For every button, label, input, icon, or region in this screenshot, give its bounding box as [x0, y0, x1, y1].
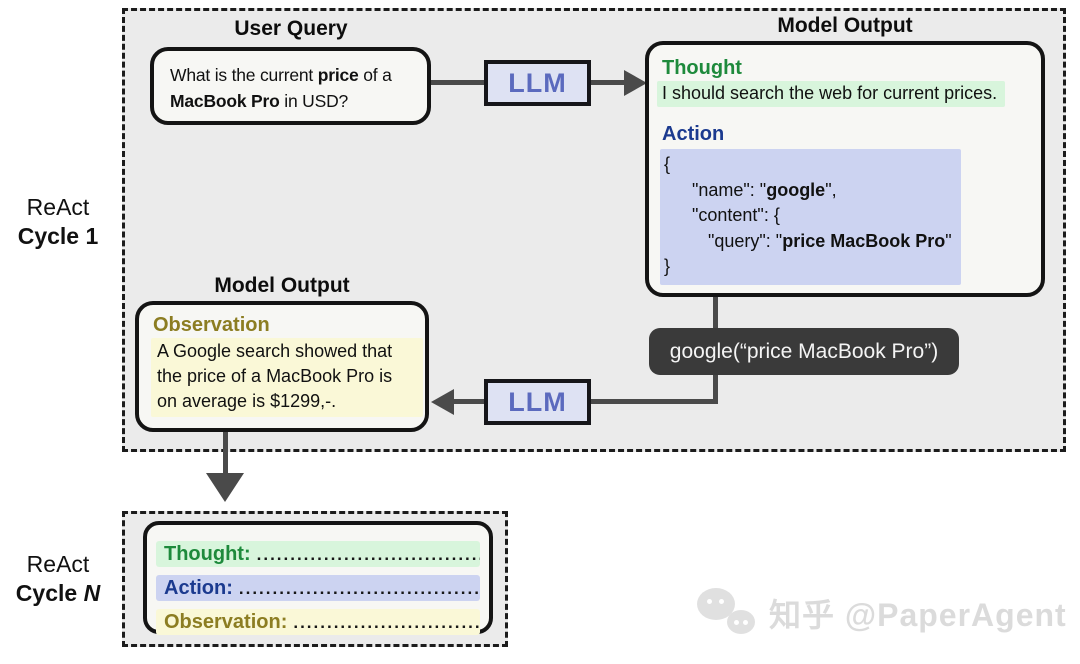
model-output-left-box: Observation A Google search showed that … — [135, 301, 429, 432]
connector-llm2-to-observation — [453, 399, 484, 404]
observation-line2: the price of a MacBook Pro is — [157, 366, 393, 386]
connector-tool-to-llm2 — [591, 399, 718, 404]
model-output-right-title: Model Output — [777, 14, 913, 37]
cycleN-label-line1: ReAct — [26, 551, 90, 577]
cycle1-label-line2: Cycle 1 — [17, 223, 99, 249]
action-label: Action — [662, 123, 725, 145]
model-output-right-box: Thought I should search the web for curr… — [645, 41, 1045, 297]
cycleN-observation-label: Observation: — [164, 610, 288, 633]
cycle1-label: ReAct Cycle 1 — [6, 193, 110, 251]
cycleN-observation-row: Observation: ...........................… — [156, 609, 480, 635]
thought-text: I should search the web for current pric… — [657, 81, 1006, 107]
observation-line1: A Google search showed that — [157, 341, 393, 361]
code-line-3: "content": { — [692, 205, 780, 225]
connector-to-cycleN — [223, 432, 228, 475]
model-output-left-title: Model Output — [214, 274, 350, 297]
watermark-text: 知乎 @PaperAgent — [769, 597, 1067, 633]
code-line-4: "query": "price MacBook Pro" — [708, 230, 952, 251]
cycle1-label-line1: ReAct — [26, 194, 90, 220]
thought-label: Thought — [662, 57, 742, 79]
tool-call-pill: google(“price MacBook Pro”) — [649, 328, 959, 375]
user-query-line2: MacBook Pro in USD? — [170, 91, 349, 111]
llm-box-1: LLM — [484, 60, 591, 106]
wechat-icon — [697, 586, 757, 640]
code-line-5: } — [664, 256, 671, 276]
action-dots: ........................................… — [238, 579, 480, 598]
arrowhead-left-icon — [431, 389, 454, 415]
connector-query-to-llm — [431, 80, 486, 85]
watermark: 知乎 @PaperAgent — [697, 586, 1067, 640]
observation-label: Observation — [153, 314, 270, 336]
code-line-2: "name": "google", — [692, 179, 837, 200]
cycleN-action-row: Action: ................................… — [156, 575, 480, 601]
cycleN-label-line2: Cycle N — [15, 580, 101, 606]
llm-box-2: LLM — [484, 379, 591, 425]
arrowhead-down-icon — [206, 473, 244, 502]
user-query-box: What is the current price of a MacBook P… — [150, 47, 431, 125]
observation-text: A Google search showed that the price of… — [151, 338, 423, 417]
code-line-1: { — [664, 154, 671, 174]
thought-dots: ........................................… — [256, 545, 480, 564]
cycleN-box: Thought: ...............................… — [143, 521, 493, 635]
cycleN-label: ReAct Cycle N — [6, 550, 110, 608]
cycleN-action-label: Action: — [164, 576, 233, 599]
observation-dots: ........................................… — [293, 613, 480, 632]
connector-llm-to-output — [591, 80, 625, 85]
cycleN-thought-row: Thought: ...............................… — [156, 541, 480, 567]
arrowhead-right-icon — [624, 70, 647, 96]
observation-line3: on average is $1299,-. — [157, 391, 337, 411]
cycleN-thought-label: Thought: — [164, 542, 251, 565]
action-code-block: { "name": "google", "content": { "query"… — [660, 149, 961, 285]
user-query-line1: What is the current price of a — [170, 65, 392, 85]
user-query-title: User Query — [234, 17, 348, 40]
